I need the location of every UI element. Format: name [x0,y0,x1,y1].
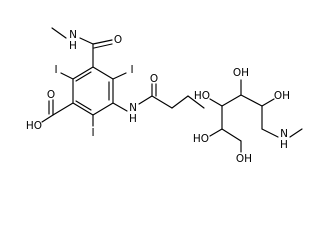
left-molecule: N H O I I I O HO N H O [26,27,205,139]
right-molecule-atom-labels: OH HO OH HO OH N H [193,67,290,165]
amide-hydrogen-top-label: H [69,40,77,52]
right-molecule-bonds [209,79,303,153]
iodine-lower-label: I [91,127,94,139]
chemical-structure-canvas: N H O I I I O HO N H O [26,27,303,165]
amide-hydrogen-right-label: H [129,113,137,125]
right-molecule: OH HO OH HO OH N H [193,67,303,165]
acid-hydroxyl-label: HO [26,120,42,132]
amide-oxygen-right-label: O [150,73,158,85]
hydroxyl-right-label: OH [274,90,290,102]
hydroxyl-lower-left-label: HO [193,133,209,145]
iodine-upper-left-label: I [54,64,57,76]
amine-hydrogen-label: H [280,139,288,151]
amine-nitrogen-label: N [280,128,288,140]
left-molecule-bonds [41,27,205,127]
amide-nitrogen-top-label: N [69,29,77,41]
hydroxyl-top-label: OH [233,67,249,79]
hydroxyl-left-label: HO [194,90,210,102]
amide-oxygen-top-label: O [114,34,122,46]
left-molecule-atom-labels: N H O I I I O HO N H O [26,29,158,139]
amide-nitrogen-right-label: N [129,102,137,114]
acid-oxygen-double-label: O [47,89,55,101]
hydroxyl-bottom-label: OH [236,153,252,165]
iodine-upper-right-label: I [130,64,133,76]
